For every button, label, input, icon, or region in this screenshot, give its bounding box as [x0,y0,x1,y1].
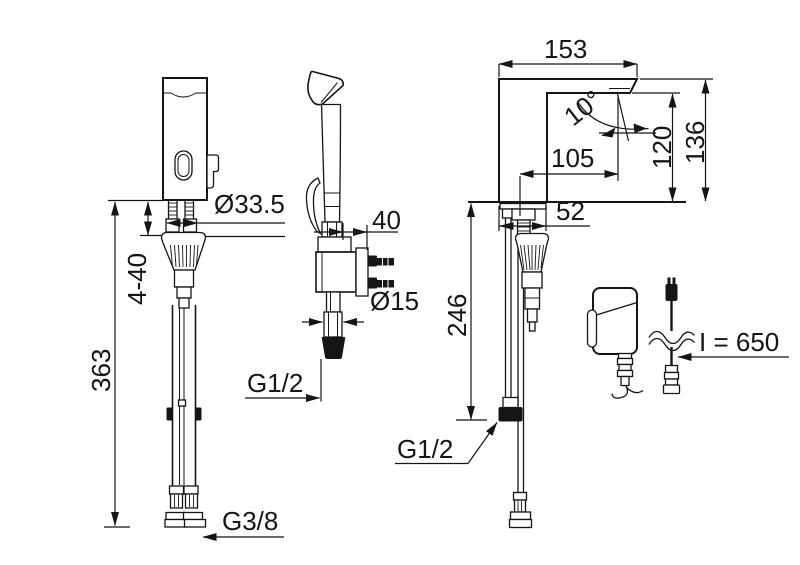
dim-40: 40 [372,205,401,235]
hand-spray-view [305,70,394,359]
hose-coupling [498,407,523,422]
wall-plate [355,247,369,297]
dim-120: 120 [647,126,677,169]
hose-connectors [368,255,394,289]
power-supply-unit [586,287,644,399]
dim-g1-2-spray: G1/2 [247,368,303,398]
dim-52: 52 [556,196,585,226]
dim-363: 363 [86,349,116,392]
side-lever [206,154,220,189]
side-view-dimensions: 153 136 120 105 10° 52 246 G1/2 [395,34,713,465]
connection-cable: I = 650 [648,277,789,395]
dim-153: 153 [544,34,587,64]
front-view-dimensions: 363 4-40 Ø33.5 G3/8 [86,189,285,541]
dim-g1-2-hose: G1/2 [397,434,453,464]
dim-diameter-15: Ø15 [370,286,419,316]
cable-break-symbol [648,330,695,352]
cable-plug [665,284,678,301]
spray-head [307,70,344,106]
dim-4-40: 4-40 [122,253,152,305]
spray-hook [305,177,323,236]
spray-handle [320,103,342,223]
dim-diameter-33-5: Ø33.5 [214,189,285,219]
dim-g3-8: G3/8 [222,506,278,536]
dim-cable-length: I = 650 [699,327,779,357]
spray-coupling-plug [321,337,346,359]
dim-105: 105 [551,143,594,173]
dim-246: 246 [442,294,472,337]
hand-spray-dimensions: 40 Ø15 G1/2 [245,205,419,402]
sensor-window [174,150,193,181]
dim-136: 136 [680,121,710,164]
faucet-front-view [160,77,220,528]
